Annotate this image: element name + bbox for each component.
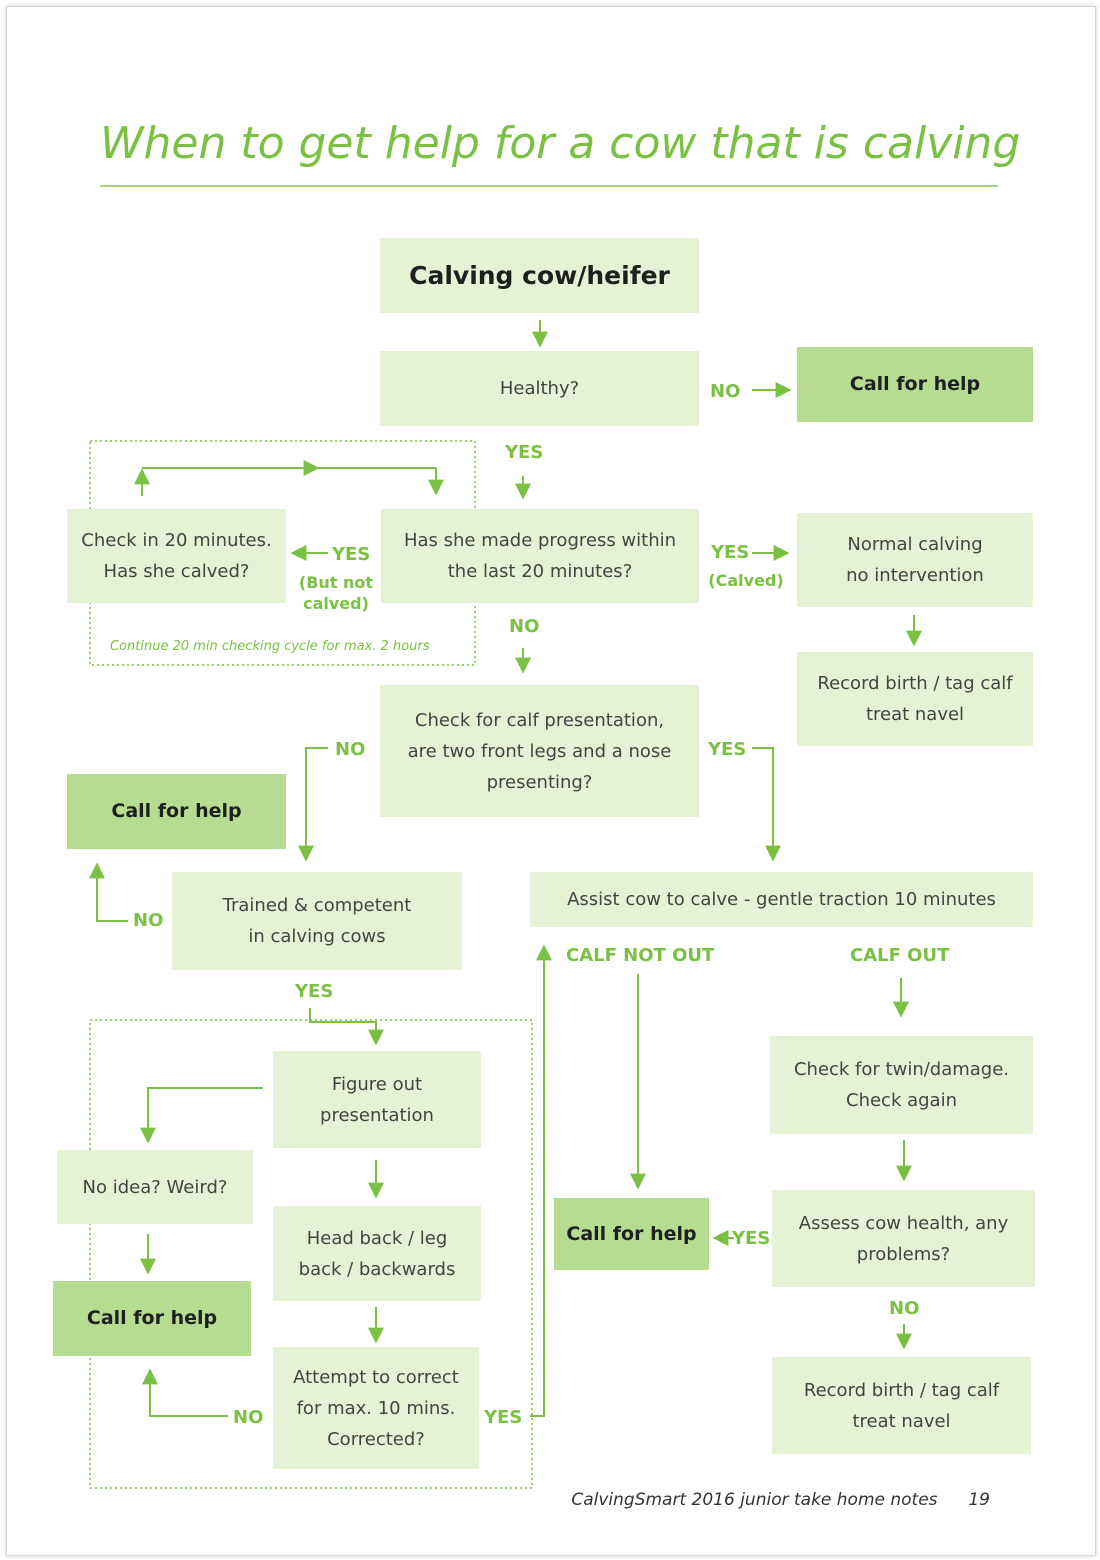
node-check-20-minutes: Check in 20 minutes. Has she calved? xyxy=(67,509,286,603)
label-healthy-yes: YES xyxy=(505,442,544,463)
arrow-presentation-no xyxy=(298,747,328,862)
arrow-figure-to-noidea xyxy=(140,1087,263,1144)
page-footer: CalvingSmart 2016 junior take home notes… xyxy=(560,1490,990,1510)
arrow-trained-no xyxy=(89,862,128,922)
node-assess-health: Assess cow health, any problems? xyxy=(772,1190,1035,1287)
label-calf-not-out: CALF NOT OUT xyxy=(566,945,715,966)
label-attempt-no: NO xyxy=(233,1407,264,1428)
arrow-presentation-yes xyxy=(752,747,781,862)
page-title: When to get help for a cow that is calvi… xyxy=(100,118,1021,169)
node-figure-out-presentation: Figure out presentation xyxy=(273,1051,481,1148)
note-checking-cycle: Continue 20 min checking cycle for max. … xyxy=(110,639,430,654)
node-record-birth-2: Record birth / tag calf treat navel xyxy=(772,1357,1031,1454)
node-attempt-correct: Attempt to correct for max. 10 mins. Cor… xyxy=(273,1347,479,1469)
label-trained-no: NO xyxy=(133,910,164,931)
label-calf-out: CALF OUT xyxy=(850,945,950,966)
label-healthy-no: NO xyxy=(710,381,741,402)
label-presentation-yes: YES xyxy=(708,739,747,760)
node-call-for-help-1: Call for help xyxy=(797,347,1033,422)
label-but-not-calved: (But not calved) xyxy=(298,573,374,613)
node-call-for-help-4: Call for help xyxy=(554,1198,709,1270)
node-progress: Has she made progress within the last 20… xyxy=(381,509,699,603)
node-healthy: Healthy? xyxy=(380,351,699,426)
node-record-birth-1: Record birth / tag calf treat navel xyxy=(797,652,1033,746)
node-check-twin: Check for twin/damage. Check again xyxy=(770,1036,1033,1134)
arrow-attempt-yes xyxy=(530,944,552,1417)
arrow-trained-yes xyxy=(309,1008,384,1046)
title-underline xyxy=(100,185,998,187)
page-number: 19 xyxy=(968,1490,990,1510)
label-presentation-no: NO xyxy=(335,739,366,760)
node-head-back: Head back / leg back / backwards xyxy=(273,1206,481,1301)
node-no-idea: No idea? Weird? xyxy=(57,1150,253,1224)
label-yes-not-calved: YES xyxy=(332,544,371,565)
label-progress-no: NO xyxy=(509,616,540,637)
label-calved: (Calved) xyxy=(708,571,784,590)
label-yes-calved: YES xyxy=(711,542,750,563)
label-attempt-yes: YES xyxy=(484,1407,523,1428)
arrow-attempt-no xyxy=(142,1368,228,1417)
footer-text: CalvingSmart 2016 junior take home notes xyxy=(571,1490,938,1510)
label-trained-yes: YES xyxy=(295,981,334,1002)
node-calf-presentation: Check for calf presentation, are two fro… xyxy=(380,685,699,817)
node-normal-calving: Normal calving no intervention xyxy=(797,513,1033,607)
node-assist-cow: Assist cow to calve - gentle traction 10… xyxy=(530,872,1033,927)
node-call-for-help-2: Call for help xyxy=(67,774,286,849)
label-assess-no: NO xyxy=(889,1298,920,1319)
node-call-for-help-3: Call for help xyxy=(53,1281,251,1356)
label-assess-yes: YES xyxy=(732,1228,771,1249)
node-trained-competent: Trained & competent in calving cows xyxy=(172,872,462,970)
node-calving-cow: Calving cow/heifer xyxy=(380,238,699,313)
